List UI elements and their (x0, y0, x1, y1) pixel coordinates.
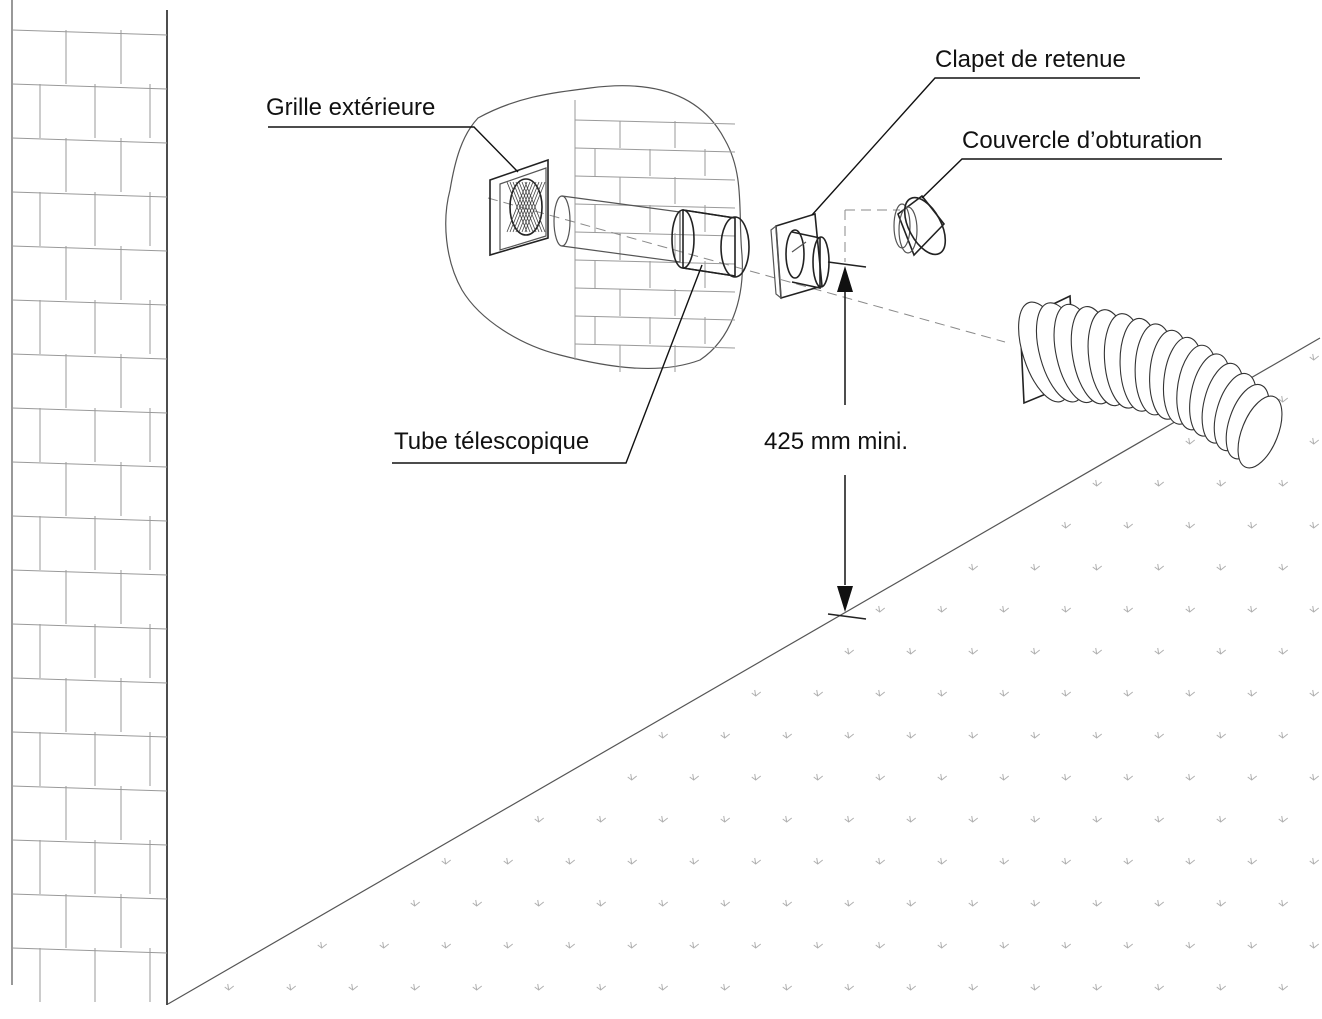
cap-icon (893, 194, 947, 257)
label-tube: Tube télescopique (394, 428, 589, 455)
label-grille: Grille extérieure (266, 94, 435, 121)
label-dimension: 425 mm mini. (764, 428, 908, 455)
brick-wall (11, 0, 168, 1005)
label-couvercle: Couvercle d’obturation (962, 127, 1202, 154)
axis-line (487, 197, 1006, 343)
floor-surface (167, 337, 1321, 1005)
grille-icon (489, 158, 549, 257)
leader-lines (268, 77, 1222, 464)
duct-icon (1018, 294, 1283, 469)
dimension-arrow (827, 261, 867, 620)
label-clapet: Clapet de retenue (935, 46, 1126, 73)
wall-cutout-section (445, 85, 743, 372)
tube-icon (553, 195, 750, 278)
valve-icon (770, 212, 830, 300)
